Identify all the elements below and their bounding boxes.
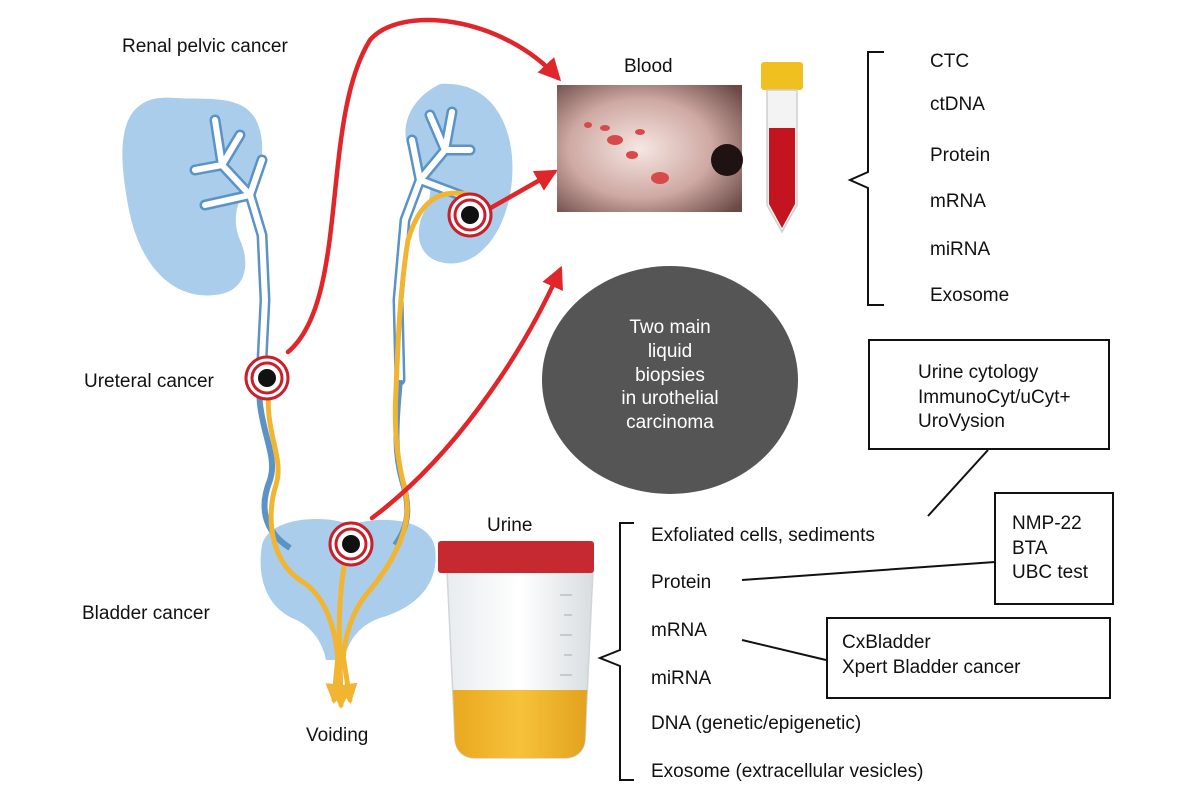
renal-to-blood-arrow (477, 169, 558, 217)
center-line: carcinoma (626, 412, 714, 433)
test-item: UroVysion (918, 411, 1005, 433)
blood-vessel-image (557, 85, 743, 212)
blood-marker: ctDNA (930, 94, 985, 115)
metastasis-arrows (285, 17, 563, 521)
urine-marker: DNA (genetic/epigenetic) (651, 713, 862, 734)
ureteral-cancer-label: Ureteral cancer (84, 371, 214, 392)
renal-pelvic-cancer-label: Renal pelvic cancer (122, 36, 288, 57)
blood-label: Blood (624, 56, 673, 77)
center-line: biopsies (635, 364, 705, 386)
left-collecting-system (189, 114, 271, 366)
test-item: UBC test (1012, 562, 1089, 584)
protein-tests-box: NMP-22 BTA UBC test (994, 492, 1114, 605)
blood-marker-brace (847, 51, 884, 306)
bladder-to-blood-arrow (369, 265, 563, 521)
center-line: Two main (629, 317, 711, 338)
bladder-cancer-label: Bladder cancer (82, 603, 210, 624)
blood-marker: CTC (930, 51, 970, 72)
cytology-tests-box: Urine cytology ImmunoCyt/uCyt+ UroVysion (868, 339, 1110, 450)
blood-tube (761, 62, 803, 234)
center-line: liquid (647, 340, 693, 362)
urine-marker: Protein (651, 572, 712, 593)
tumor-marker-renal (447, 192, 493, 238)
tumor-marker-ureteral (244, 355, 290, 401)
urine-marker: Exosome (extracellular vesicles) (651, 761, 924, 782)
center-line: in urothelial (621, 388, 719, 410)
right-collecting-system (392, 106, 476, 386)
test-item: ImmunoCyt/uCyt+ (918, 386, 1071, 408)
urine-jar (438, 541, 594, 759)
test-item: BTA (1012, 537, 1048, 559)
center-circle-text: Two main liquid biopsies in urothelial c… (572, 316, 768, 435)
tumor-marker-bladder (328, 521, 374, 567)
protein-connector (741, 561, 996, 581)
urine-label: Urine (487, 515, 533, 536)
cytology-connector (927, 449, 989, 517)
mrna-connector (741, 639, 827, 661)
test-item: Urine cytology (918, 362, 1039, 383)
urine-marker: miRNA (651, 668, 712, 689)
urine-flow (265, 190, 473, 709)
connector-lines (741, 449, 996, 661)
urine-marker-brace (597, 522, 634, 781)
test-item: CxBladder (842, 632, 931, 653)
ureteral-to-blood-arrow (285, 17, 562, 355)
test-item: Xpert Bladder cancer (842, 656, 1021, 678)
blood-marker: Protein (930, 145, 991, 166)
test-item: NMP-22 (1012, 513, 1082, 534)
blood-marker: Exosome (930, 285, 1010, 306)
urine-marker: mRNA (651, 620, 707, 641)
mrna-tests-box: CxBladder Xpert Bladder cancer (826, 617, 1111, 699)
blood-marker: miRNA (930, 239, 991, 260)
center-circle (542, 266, 798, 494)
urine-marker: Exfoliated cells, sediments (651, 525, 875, 546)
blood-marker: mRNA (930, 191, 986, 212)
voiding-label: Voiding (306, 725, 369, 746)
